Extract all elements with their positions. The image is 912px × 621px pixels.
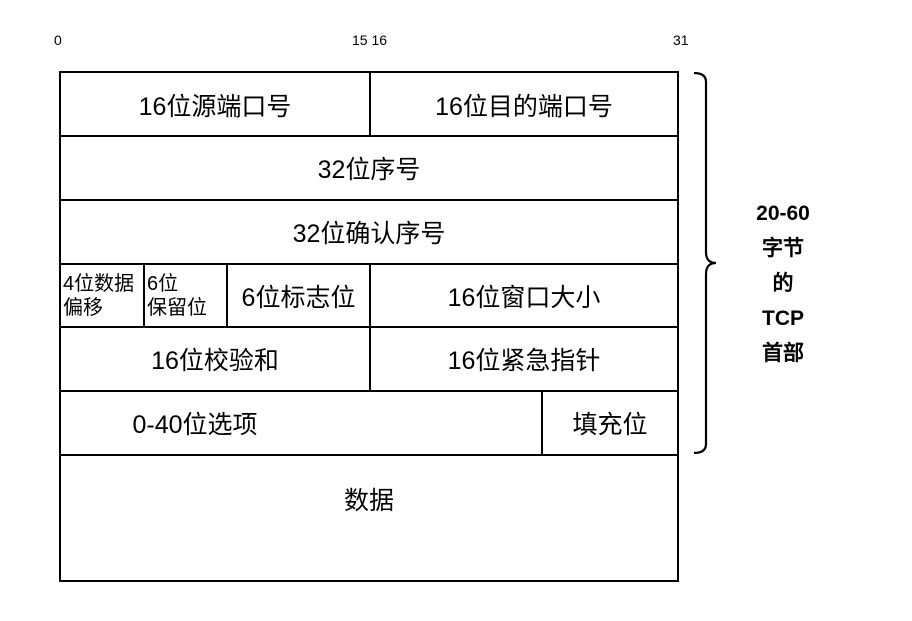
row-seq: 32位序号 [61,137,677,199]
reserved-label-2: 保留位 [147,296,207,319]
row-divider [61,135,677,137]
options-field: 0-40位选项 [61,392,459,454]
dest-port-label: 16位目的端口号 [435,92,613,121]
padding-field: 填充位 [543,392,677,454]
row-ports: 16位源端口号 16位目的端口号 [61,73,677,136]
options-label: 0-40位选项 [132,411,258,439]
flags-label: 6位标志位 [241,283,356,312]
divider [369,265,371,326]
label-line-3: 的 [772,272,794,295]
dest-port-field: 16位目的端口号 [371,73,677,136]
data-offset-field: 4位数据偏移 [61,265,143,326]
tcp-header-size-label: 20-60 字节 的 TCP 首部 [740,196,826,371]
row-data: 数据 [61,456,677,580]
row-options-padding: 0-40位选项 填充位 [61,392,677,454]
urgent-pointer-field: 16位紧急指针 [371,328,677,390]
row-divider [61,390,677,392]
source-port-label: 16位源端口号 [138,92,292,121]
ack-number-field: 32位确认序号 [61,201,677,263]
label-line-4: TCP [762,307,804,330]
row-divider [61,454,677,456]
data-offset-label-1: 4位数据 [63,272,135,295]
row-checksum-urgent: 16位校验和 16位紧急指针 [61,328,677,390]
data-offset-label-2: 偏移 [63,296,103,319]
urgent-pointer-label: 16位紧急指针 [447,347,601,375]
row-ack: 32位确认序号 [61,201,677,263]
ack-number-label: 32位确认序号 [292,220,446,248]
reserved-label-1: 6位 [147,272,179,295]
bit-tick-31: 31 [673,32,689,48]
flags-field: 6位标志位 [228,265,369,326]
sequence-number-field: 32位序号 [61,137,677,199]
curly-brace-icon [693,72,717,454]
padding-label: 填充位 [572,411,648,439]
divider [369,73,371,136]
checksum-field: 16位校验和 [61,328,369,390]
row-divider [61,326,677,328]
row-divider [61,199,677,201]
label-line-5: 首部 [762,342,804,365]
source-port-field: 16位源端口号 [61,73,369,136]
divider [369,328,371,390]
divider [226,265,228,326]
row-offset-flags-window: 4位数据偏移 6位保留位 6位标志位 16位窗口大小 [61,265,677,326]
window-size-label: 16位窗口大小 [447,283,601,312]
data-field: 数据 [61,456,677,580]
reserved-field: 6位保留位 [145,265,226,326]
divider [143,265,145,326]
row-divider [61,263,677,265]
data-label: 数据 [343,487,394,515]
window-size-field: 16位窗口大小 [371,265,677,326]
checksum-label: 16位校验和 [151,347,279,375]
bit-tick-0: 0 [54,32,62,48]
sequence-number-label: 32位序号 [317,156,421,184]
divider [541,392,543,454]
bit-tick-15-16: 15 16 [352,32,388,48]
tcp-header-diagram: 16位源端口号 16位目的端口号 32位序号 32位确认序号 4位数据偏移 6位… [59,71,679,582]
label-line-1: 20-60 [756,202,810,225]
label-line-2: 字节 [762,237,804,260]
